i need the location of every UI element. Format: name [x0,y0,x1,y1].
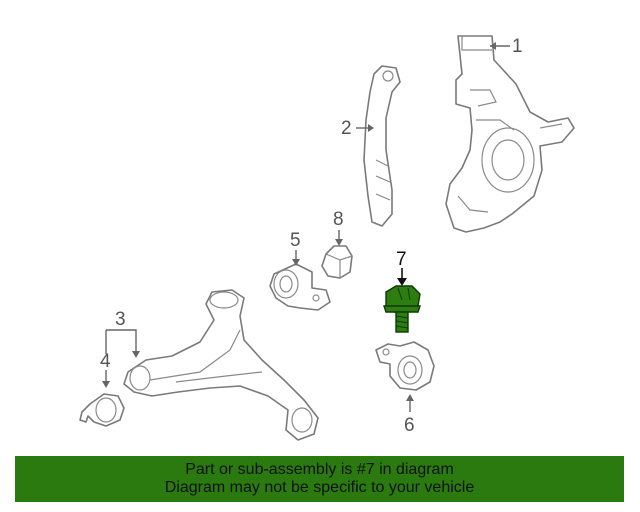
parts-diagram: 1 2 3 4 5 6 7 8 [79,35,575,441]
part-8-nut [321,245,353,279]
banner-line-2: Diagram may not be specific to your vehi… [164,479,475,496]
part-7-bolt [383,285,421,333]
part-4-bushing [79,393,125,427]
label-part-4: 4 [100,351,111,372]
label-part-5: 5 [290,230,301,251]
label-part-3: 3 [115,309,126,330]
label-part-1: 1 [512,36,523,57]
banner-line-1: Part or sub-assembly is #7 in diagram [185,461,454,478]
label-part-7: 7 [396,249,407,270]
label-part-2: 2 [341,118,352,139]
label-part-8: 8 [333,209,344,230]
part-5-bushing [269,263,331,311]
part-1-knuckle [445,35,575,233]
part-2-strut-arm [363,65,401,227]
part-6-bushing [375,341,435,391]
part-3-lower-control-arm [123,289,319,441]
label-part-6: 6 [404,415,415,436]
leader-lines [102,42,510,412]
info-banner: Part or sub-assembly is #7 in diagram Di… [15,456,624,502]
